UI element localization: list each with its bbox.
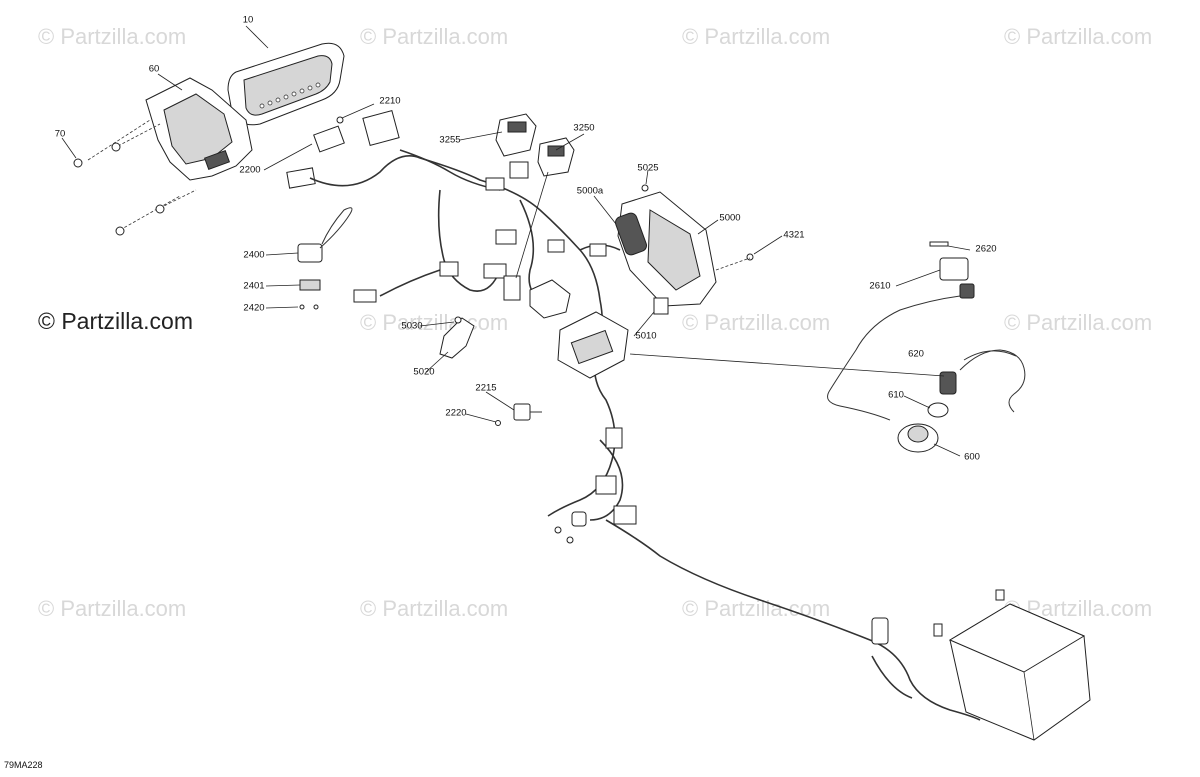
callout-10[interactable]: 10 — [242, 14, 254, 26]
relay-part[interactable] — [529, 279, 571, 319]
bracket-5020-part[interactable] — [439, 317, 475, 359]
brand-label: © Partzilla.com — [38, 308, 193, 334]
watermark: © Partzilla.com — [682, 596, 831, 621]
watermark: © Partzilla.com — [360, 596, 509, 621]
screw-2220-part[interactable] — [495, 420, 501, 426]
switch-3255-part[interactable] — [495, 113, 537, 179]
clip-5010-part[interactable] — [653, 297, 669, 315]
callout-2200[interactable]: 2200 — [239, 164, 261, 176]
callout-2400[interactable]: 2400 — [243, 249, 265, 261]
watermark: © Partzilla.com — [1004, 24, 1153, 49]
callout-60[interactable]: 60 — [148, 63, 160, 75]
switch-3250-part[interactable] — [537, 137, 575, 177]
leader-lines — [61, 25, 971, 457]
callout-2610[interactable]: 2610 — [869, 280, 891, 292]
callout-4321[interactable]: 4321 — [783, 229, 805, 241]
callout-2210[interactable]: 2210 — [379, 95, 401, 107]
callout-2215[interactable]: 2215 — [475, 382, 497, 394]
watermark: © Partzilla.com — [682, 24, 831, 49]
callout-2620[interactable]: 2620 — [975, 243, 997, 255]
sensor-2400-part[interactable] — [297, 207, 353, 310]
bolt-4321-part[interactable] — [715, 253, 754, 271]
watermark: © Partzilla.com — [38, 24, 187, 49]
callout-600[interactable]: 600 — [964, 451, 980, 463]
watermark: © Partzilla.com — [38, 596, 187, 621]
callout-5000[interactable]: 5000 — [719, 212, 741, 224]
gauge-cluster-part[interactable] — [227, 42, 345, 126]
callout-2220[interactable]: 2220 — [445, 407, 467, 419]
callout-5020[interactable]: 5020 — [413, 366, 435, 378]
callout-5025[interactable]: 5025 — [637, 162, 659, 174]
callout-3250[interactable]: 3250 — [573, 122, 595, 134]
callout-2420[interactable]: 2420 — [243, 302, 265, 314]
callout-3255[interactable]: 3255 — [439, 134, 461, 146]
watermark: © Partzilla.com — [682, 310, 831, 335]
cap-610-part[interactable] — [927, 402, 949, 418]
screw-5030-part[interactable] — [454, 316, 462, 324]
callout-5000a[interactable]: 5000a — [576, 185, 604, 197]
callout-5010[interactable]: 5010 — [635, 330, 657, 342]
connector-2200-part[interactable] — [286, 125, 345, 189]
harness-connectors — [353, 177, 637, 544]
screw-70-part[interactable] — [73, 142, 165, 236]
watermark: © Partzilla.com — [360, 24, 509, 49]
watermark: © Partzilla.com — [1004, 310, 1153, 335]
callout-70[interactable]: 70 — [54, 128, 66, 140]
callout-620[interactable]: 620 — [908, 348, 924, 360]
callout-2401[interactable]: 2401 — [243, 280, 265, 292]
callout-5030[interactable]: 5030 — [401, 320, 423, 332]
switch-2610-part[interactable] — [827, 257, 975, 421]
ignition-600-part[interactable] — [897, 423, 939, 453]
battery-cable-connector — [871, 617, 889, 645]
sensor-2215-part[interactable] — [513, 403, 542, 421]
junction-block-part[interactable] — [557, 311, 629, 379]
screw-5025-part[interactable] — [641, 184, 649, 192]
callout-610[interactable]: 610 — [888, 389, 904, 401]
pin-2620-part[interactable] — [929, 241, 949, 247]
diagram-code: 79MA228 — [4, 760, 43, 770]
ecu-5000-part[interactable] — [614, 191, 717, 307]
cluster-bracket-part[interactable] — [145, 77, 253, 181]
main-wiring-harness-part[interactable] — [309, 149, 981, 721]
tether-620-part[interactable] — [939, 349, 1026, 413]
battery-part[interactable] — [933, 589, 1091, 741]
watermark: © Partzilla.com — [360, 310, 509, 335]
connector-2210-part[interactable] — [336, 109, 400, 147]
